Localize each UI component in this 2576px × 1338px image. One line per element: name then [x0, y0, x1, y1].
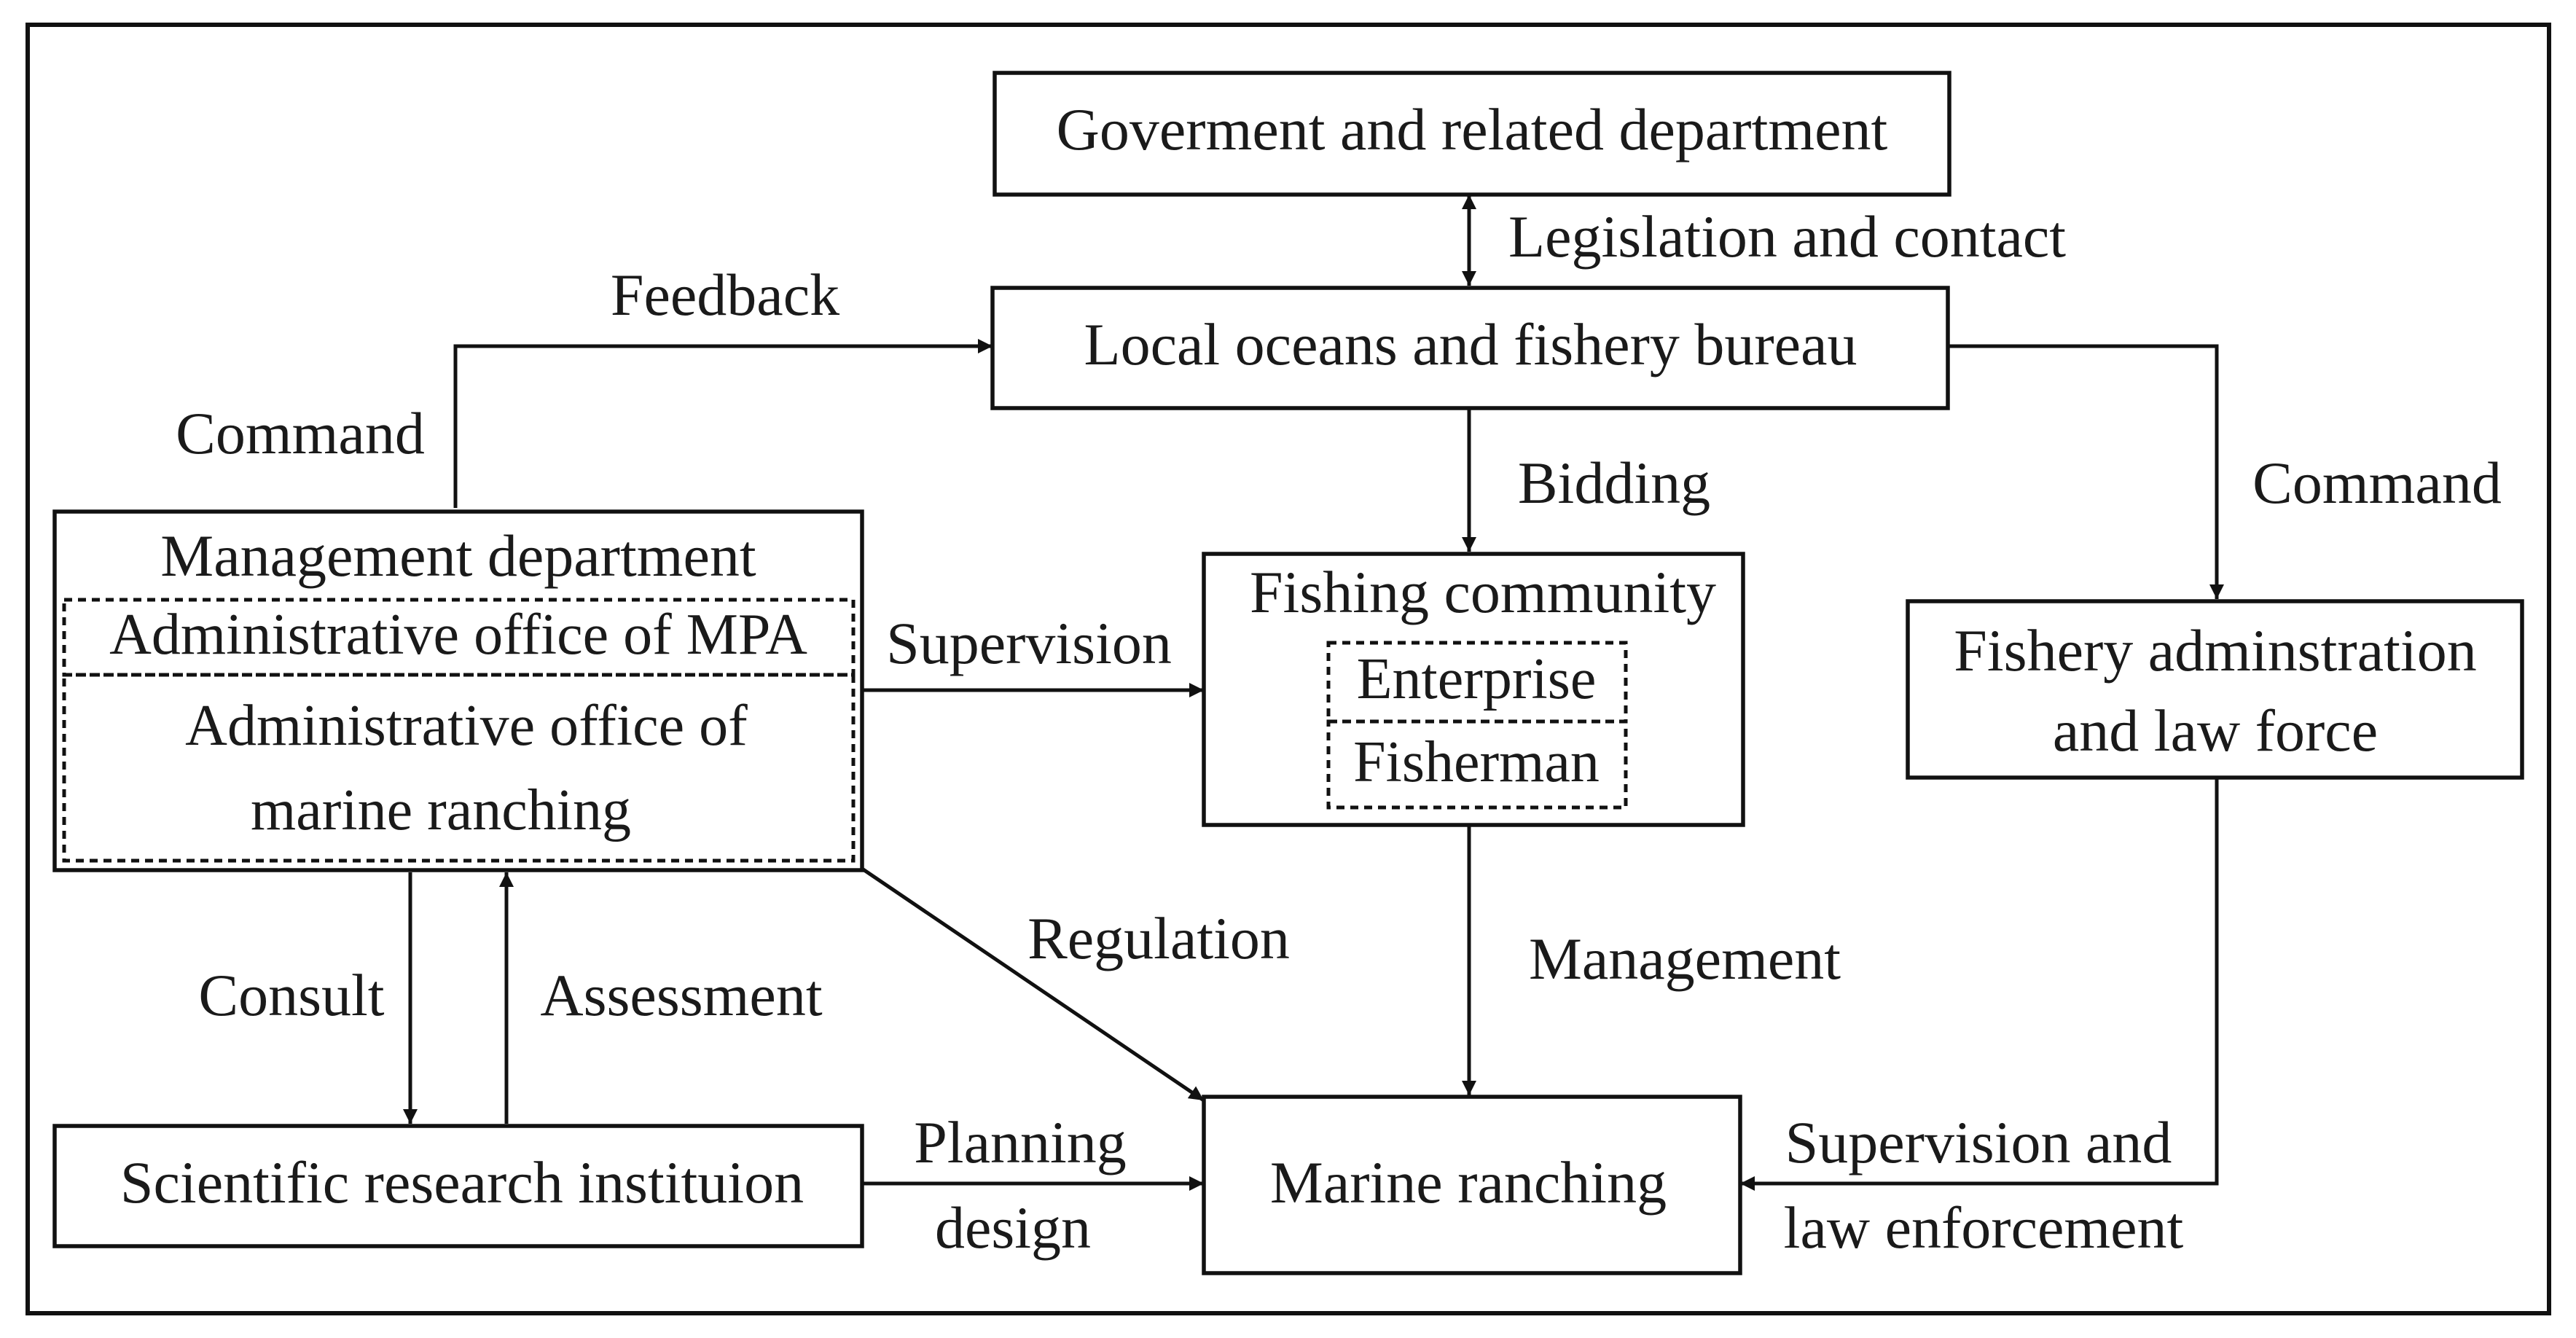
feedback-label: Feedback — [611, 262, 839, 328]
fisherman-box — [1326, 719, 1628, 810]
regulation-label: Regulation — [1027, 905, 1290, 971]
scientific-institution-box — [52, 1124, 864, 1248]
management-label: Management — [1529, 926, 1841, 992]
government-label: Goverment and related department — [1057, 96, 1888, 163]
fisherman-label: Fisherman — [1353, 730, 1600, 794]
local-bureau-label: Local oceans and fishery bureau — [1084, 311, 1857, 377]
edge-law-enforcement — [1740, 778, 2219, 1191]
enforcement-label-line2: law enforcement — [1784, 1194, 2184, 1261]
planning-label-line1: Planning — [914, 1109, 1127, 1175]
marine-ranching-box — [1202, 1095, 1742, 1275]
marine-ranching-label: Marine ranching — [1270, 1149, 1667, 1216]
fishery-admin-label-line1: Fishery adminstration — [1954, 617, 2476, 684]
edge-regulation — [861, 866, 1205, 1103]
ranching-office-box — [62, 673, 856, 863]
mpa-office-box — [62, 598, 856, 677]
ranching-office-label-line2: marine ranching — [251, 778, 631, 842]
enforcement-label-line1: Supervision and — [1785, 1109, 2172, 1175]
assessment-label: Assessment — [540, 962, 822, 1028]
enterprise-box — [1326, 641, 1628, 724]
management-department-box — [52, 509, 864, 872]
fishery-admin-label-line2: and law force — [2053, 697, 2378, 764]
supervision-label: Supervision — [886, 610, 1172, 676]
local-bureau-box — [990, 286, 1950, 410]
enterprise-label: Enterprise — [1357, 647, 1597, 711]
command-left-label: Command — [176, 400, 425, 466]
fishing-community-box — [1202, 552, 1745, 827]
government-box — [993, 71, 1951, 197]
planning-label-line2: design — [935, 1194, 1091, 1261]
edge-command-right — [1948, 344, 2224, 599]
edges — [403, 195, 2224, 1191]
management-department-title: Management department — [160, 523, 756, 589]
fishery-admin-box — [1906, 599, 2524, 780]
mpa-office-label: Administrative office of MPA — [109, 603, 807, 667]
fishing-community-title: Fishing community — [1250, 559, 1716, 625]
legislation-label: Legislation and contact — [1508, 203, 2066, 270]
edge-feedback — [453, 339, 993, 508]
command-right-label: Command — [2252, 450, 2502, 516]
consult-label: Consult — [198, 962, 384, 1028]
outer-frame — [26, 23, 2551, 1315]
bidding-label: Bidding — [1518, 450, 1710, 516]
scientific-institution-label: Scientific research instituion — [120, 1149, 804, 1216]
ranching-office-label-line1: Administrative office of — [185, 694, 748, 758]
